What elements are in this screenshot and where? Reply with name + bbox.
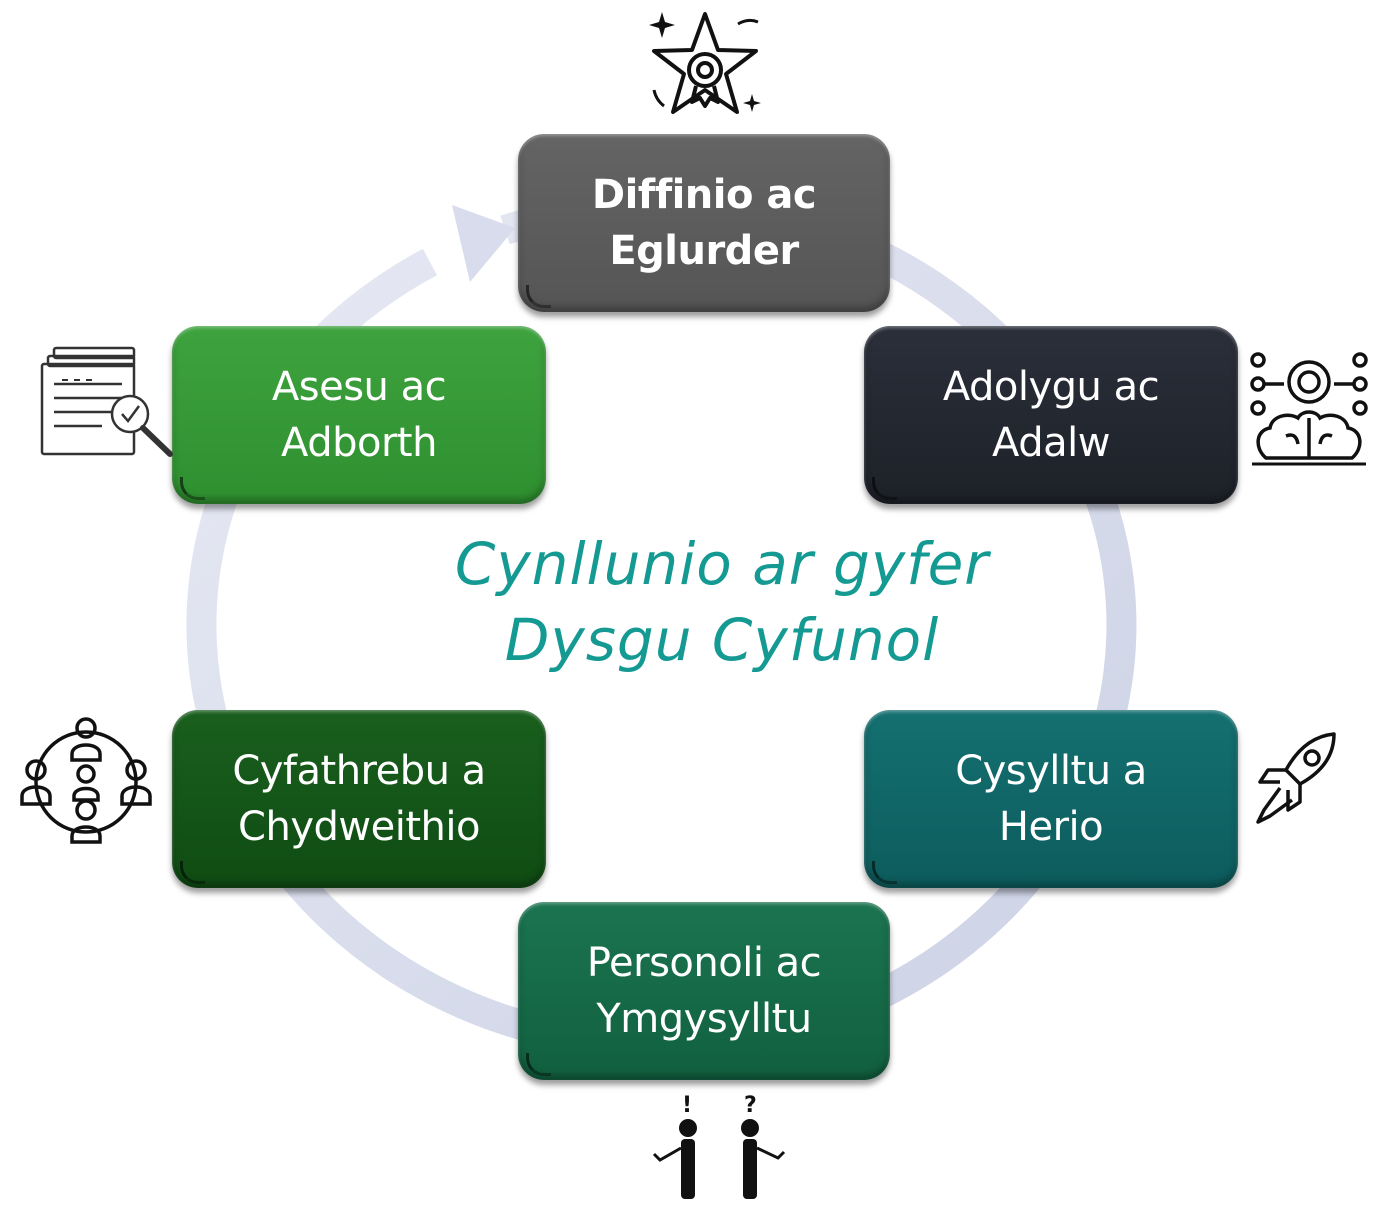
step-label-line: Diffinio ac	[591, 172, 817, 218]
step-personalise-engage: Personoli ac Ymgysylltu	[518, 902, 890, 1080]
step-label-line: Cysylltu a	[955, 748, 1147, 794]
step-label-line: Asesu ac	[271, 364, 447, 410]
step-label-line: Cyfathrebu a	[232, 748, 486, 794]
title-line: Cynllunio ar gyfer	[454, 530, 990, 598]
step-assess-feedback: Asesu ac Adborth	[172, 326, 546, 504]
two-people-question-icon: ! ?	[652, 1093, 786, 1199]
star-badge-icon	[649, 12, 761, 114]
document-check-icon	[40, 346, 173, 457]
step-label-line: Adolygu ac	[942, 364, 1160, 410]
step-communicate-collaborate: Cyfathrebu a Chydweithio	[172, 710, 546, 888]
rocket-icon	[1256, 732, 1336, 824]
step-label-line: Chydweithio	[238, 804, 480, 850]
step-label-line: Ymgysylltu	[596, 996, 812, 1042]
step-review-recall: Adolygu ac Adalw	[864, 326, 1238, 504]
group-people-icon	[20, 717, 152, 844]
title-line: Dysgu Cyfunol	[504, 606, 940, 674]
brain-gear-icon	[1250, 352, 1368, 466]
step-label-line: Eglurder	[609, 228, 799, 274]
step-label-line: Adalw	[992, 420, 1110, 466]
step-connect-challenge: Cysylltu a Herio	[864, 710, 1238, 888]
diagram-title: Cynllunio ar gyfer Dysgu Cyfunol	[372, 526, 1072, 678]
svg-text:!: !	[682, 1093, 692, 1118]
step-definition-clarity: Diffinio ac Eglurder	[518, 134, 890, 312]
step-label-line: Personoli ac	[586, 940, 822, 986]
svg-text:?: ?	[744, 1093, 757, 1118]
step-label-line: Adborth	[281, 420, 437, 466]
step-label-line: Herio	[998, 804, 1104, 850]
